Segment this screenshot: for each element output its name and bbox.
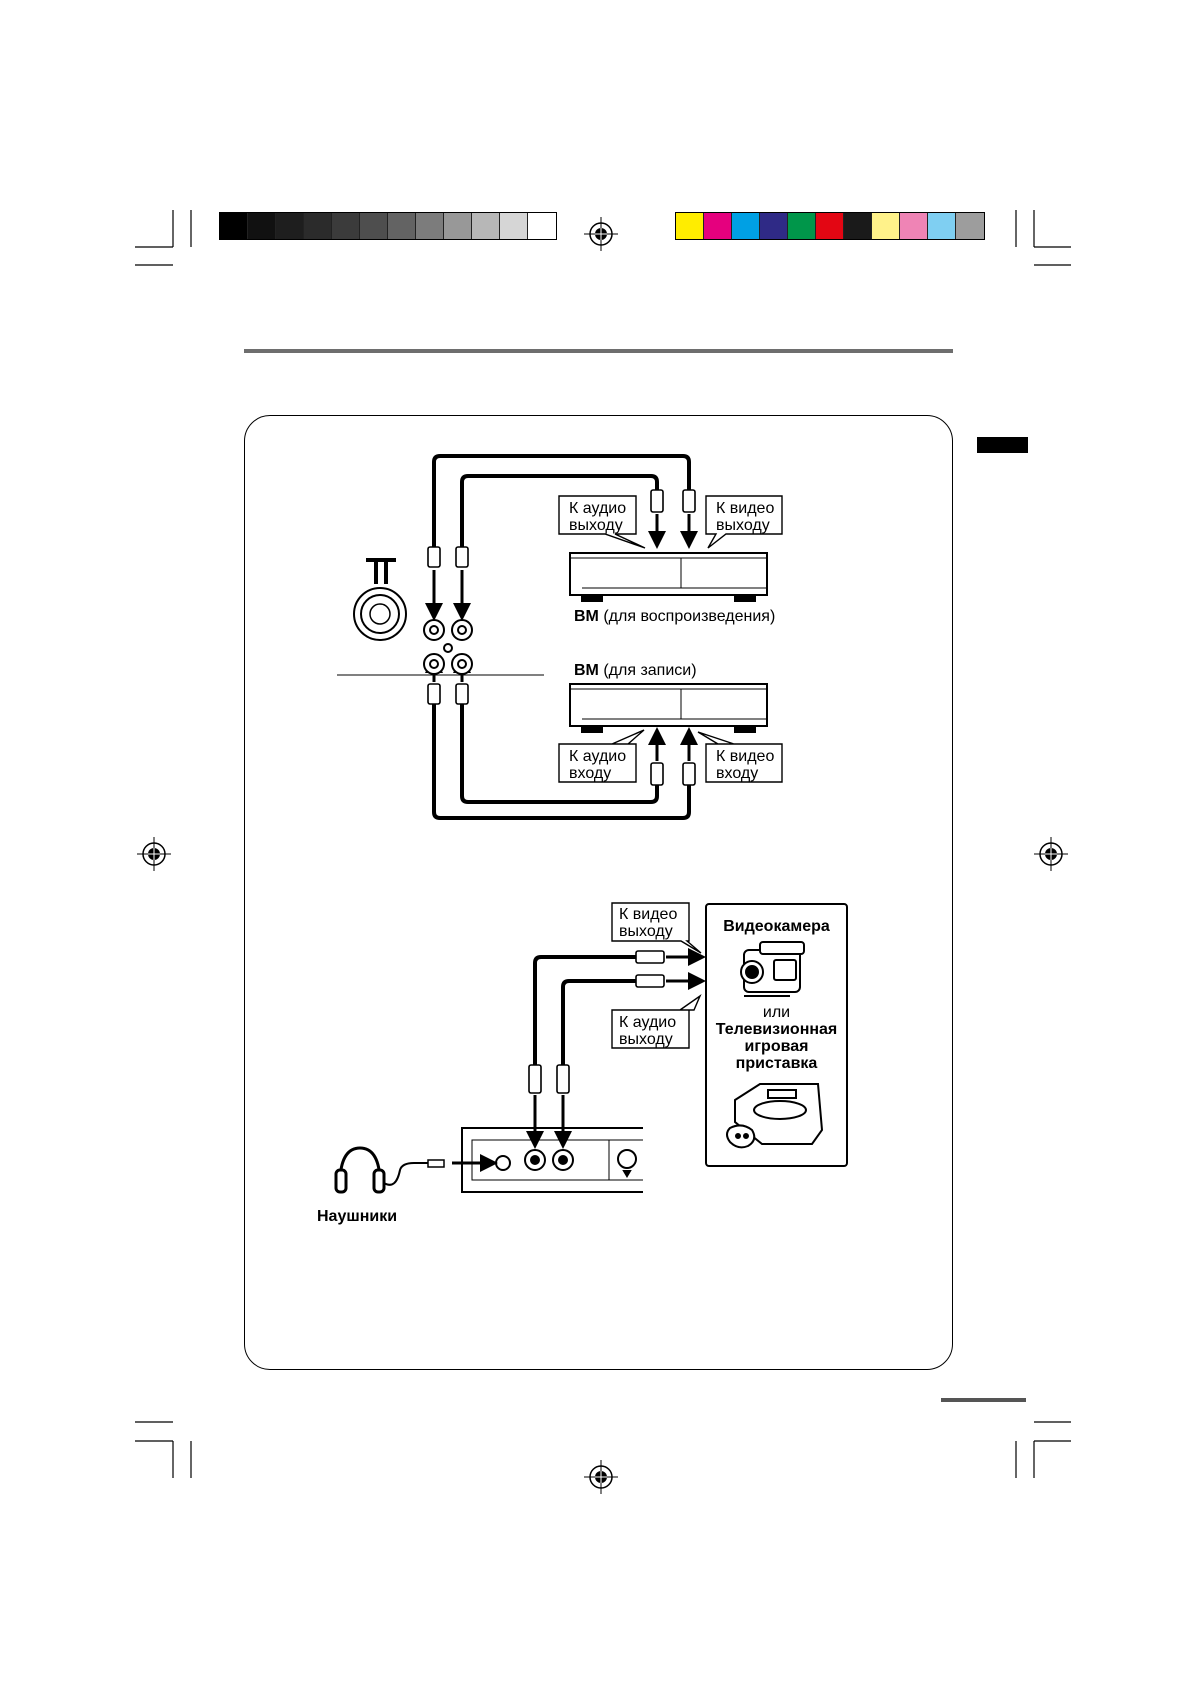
grayscale-calibration-bar (219, 212, 557, 240)
registration-mark-icon (137, 837, 171, 871)
calibration-swatch (248, 213, 276, 239)
calibration-swatch (900, 213, 928, 239)
footer-rule (941, 1398, 1026, 1402)
calibration-swatch (388, 213, 416, 239)
calibration-swatch (220, 213, 248, 239)
calibration-swatch (472, 213, 500, 239)
antenna-t-icon (366, 558, 396, 584)
calibration-swatch (872, 213, 900, 239)
calibration-swatch (276, 213, 304, 239)
label-headphones: Наушники (317, 1208, 398, 1225)
section-tab-marker (977, 437, 1028, 453)
rca-plugs-lower (528, 950, 665, 1094)
game-console-icon (726, 1083, 824, 1149)
calibration-swatch (704, 213, 732, 239)
header-rule (244, 349, 953, 353)
calibration-swatch (444, 213, 472, 239)
diagram-frame (244, 415, 953, 1370)
label-or: или (762, 1004, 791, 1021)
calibration-swatch (956, 213, 984, 239)
calibration-swatch (304, 213, 332, 239)
vcr-icon (569, 552, 768, 602)
calibration-swatch (332, 213, 360, 239)
label-camcorder: Видеокамера (723, 918, 830, 935)
calibration-swatch (416, 213, 444, 239)
calibration-swatch (928, 213, 956, 239)
calibration-swatch (528, 213, 556, 239)
color-calibration-bar (675, 212, 985, 240)
calibration-swatch (760, 213, 788, 239)
calibration-swatch (788, 213, 816, 239)
registration-mark-icon (1034, 837, 1068, 871)
registration-mark-icon (584, 217, 618, 251)
antenna-connector (353, 587, 407, 641)
tv-av-jacks (423, 619, 473, 675)
rca-plugs-upper (427, 489, 696, 786)
calibration-swatch (500, 213, 528, 239)
calibration-swatch (360, 213, 388, 239)
camcorder-icon (740, 941, 805, 997)
label-vcr-playback: ВМ (для воспроизведения) (574, 608, 776, 625)
vcr-icon (569, 683, 768, 733)
headphones-icon (334, 1146, 445, 1194)
calibration-swatch (676, 213, 704, 239)
cable-lines (432, 454, 691, 820)
label-vcr-record: ВМ (для записи) (574, 662, 697, 679)
calibration-swatch (844, 213, 872, 239)
tv-front-panel (461, 1127, 643, 1193)
calibration-swatch (732, 213, 760, 239)
calibration-swatch (816, 213, 844, 239)
registration-mark-icon (584, 1460, 618, 1494)
